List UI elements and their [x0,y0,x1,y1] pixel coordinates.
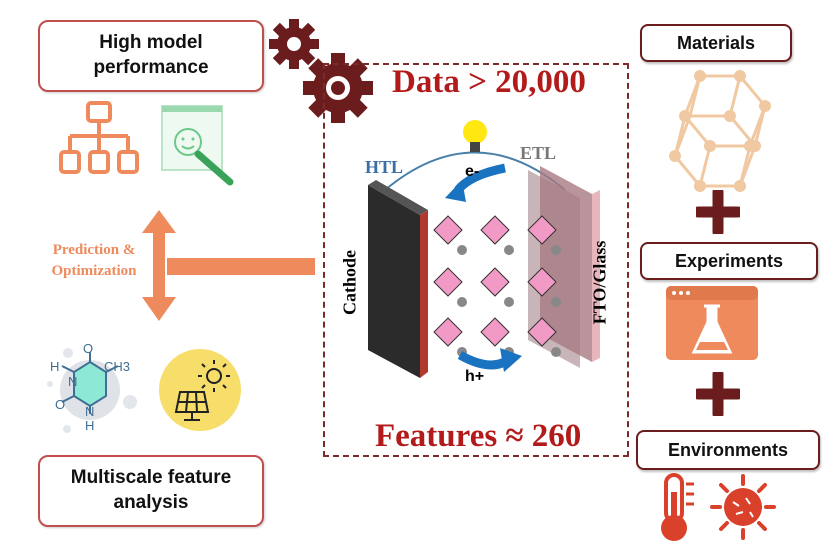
materials-label: Materials [676,32,756,53]
crystal-structure-icon [669,70,771,192]
atom-ch3: CH3 [104,359,131,374]
cation-sphere [504,297,514,307]
perovskite-octahedron [433,215,463,245]
sun-heat-icon [710,474,776,540]
experiments-box: Experiments [640,242,818,280]
features-count-label: Features ≈ 260 [375,418,582,454]
atom-o: O [83,341,94,356]
plus-icon [696,190,740,234]
molecule-icon [47,348,137,433]
gears-icon [269,19,373,123]
perovskite-octahedron [527,215,557,245]
data-count-label: Data > 20,000 [392,64,586,100]
atom-n: N [85,404,95,419]
cation-sphere [457,245,467,255]
hierarchy-icon [59,101,139,174]
data-frame [323,63,629,457]
cation-sphere [457,297,467,307]
evaluation-document-icon [161,105,234,186]
atom-o: O [55,397,66,412]
experiments-label: Experiments [674,250,784,271]
materials-box: Materials [640,24,792,62]
perovskite-octahedron [480,317,510,347]
prediction-optimization-arrow [142,210,315,321]
perovskite-octahedron [433,317,463,347]
perovskite-solar-cell-illustration [368,120,600,378]
light-bulb-icon [463,120,487,152]
environments-label: Environments [667,439,789,460]
cathode-label: Cathode [339,250,360,316]
hole-label: h+ [465,368,485,385]
fto-glass-label: FTO/Glass [589,240,610,325]
atom-h: H [85,418,95,433]
cation-sphere [551,347,561,357]
lab-flask-window-icon [666,286,758,360]
plus-icon [696,372,740,416]
cation-sphere [551,297,561,307]
box-label: High model performance [93,32,209,78]
prediction-optimization-label: Prediction & Optimization [51,242,137,279]
hole-arrow [457,351,511,370]
etl-label: ETL [520,143,557,163]
solar-panel-icon [159,349,241,431]
htl-label: HTL [365,157,404,177]
multiscale-feature-analysis-box: Multiscale feature analysis [38,455,264,527]
atom-n: N [68,374,78,389]
perovskite-octahedron [433,267,463,297]
cation-sphere [504,245,514,255]
electron-label: e- [465,163,480,180]
perovskite-octahedron [527,267,557,297]
high-model-performance-box: High model performance [38,20,264,92]
perovskite-octahedron [527,317,557,347]
thermometer-icon [661,473,694,541]
box-label: Multiscale feature analysis [70,467,232,513]
environments-box: Environments [636,430,820,470]
atom-h: H [50,359,60,374]
cation-sphere [551,245,561,255]
perovskite-octahedron [480,215,510,245]
perovskite-octahedron [480,267,510,297]
